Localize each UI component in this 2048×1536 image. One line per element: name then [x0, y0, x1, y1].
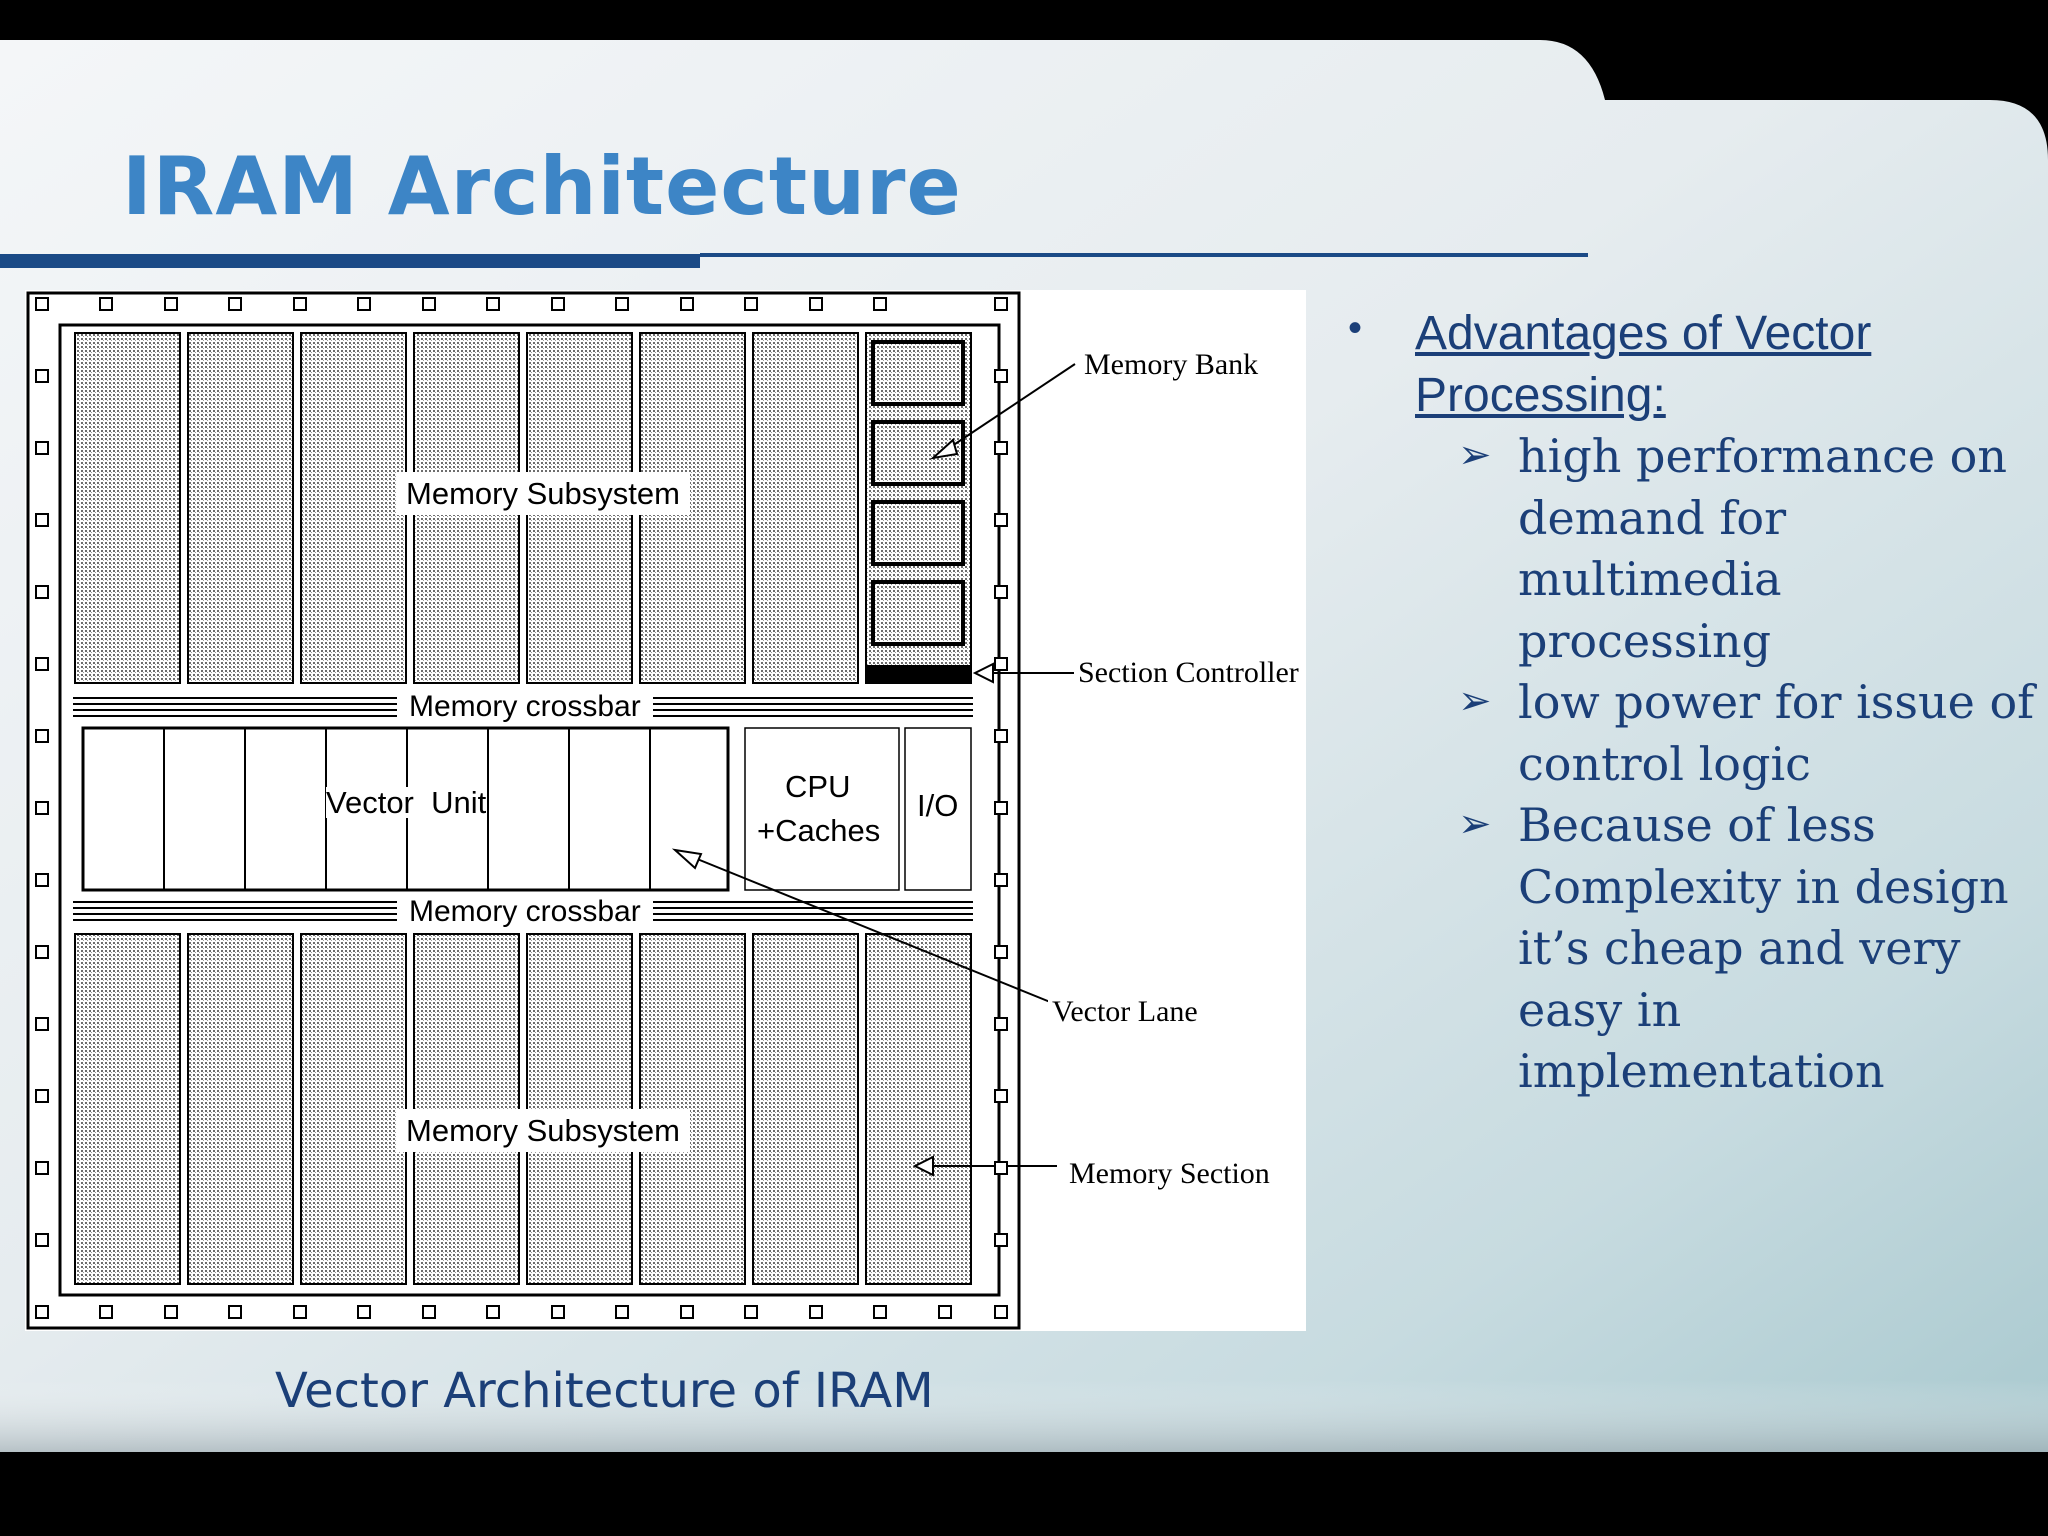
- slide-title: IRAM Architecture: [122, 140, 962, 233]
- bond-pad: [994, 513, 1008, 527]
- bond-pad: [164, 297, 178, 311]
- annotation-arrows: [671, 363, 1076, 1177]
- bond-pad: [551, 297, 565, 311]
- bond-pad: [228, 1305, 242, 1319]
- bond-pad: [551, 1305, 565, 1319]
- bond-pad: [744, 1305, 758, 1319]
- bond-pad: [35, 1089, 49, 1103]
- cpu-label: CPU: [785, 769, 851, 804]
- crossbar-top-label: Memory crossbar: [397, 692, 653, 722]
- bullet-heading-line1: Advantages of Vector: [1415, 307, 1872, 360]
- section-controller-annotation: Section Controller: [1074, 656, 1303, 690]
- bond-pad: [873, 297, 887, 311]
- bond-pad: [35, 1017, 49, 1031]
- bond-pad: [994, 441, 1008, 455]
- bullet-heading-line2: Processing:: [1415, 369, 1666, 422]
- title-underline-thick: [0, 254, 700, 268]
- vector-lane-annotation: Vector Lane: [1048, 995, 1202, 1029]
- bond-pad: [293, 1305, 307, 1319]
- bond-pad: [994, 657, 1008, 671]
- bond-pad: [994, 369, 1008, 383]
- diagram-caption: Vector Architecture of IRAM: [275, 1363, 934, 1419]
- bond-pad: [994, 1017, 1008, 1031]
- bond-pad: [228, 297, 242, 311]
- bond-pad: [35, 729, 49, 743]
- io-box: [904, 727, 972, 891]
- bond-pad: [99, 297, 113, 311]
- bond-pad: [486, 1305, 500, 1319]
- bond-pad: [35, 657, 49, 671]
- bond-pad: [994, 297, 1008, 311]
- bond-pad: [680, 297, 694, 311]
- iram-diagram: Memory Subsystem Memory Subsystem Memory…: [25, 290, 1306, 1331]
- bottom-memory-columns: [74, 933, 972, 1285]
- chip-outline: [26, 291, 1021, 1330]
- caches-label: +Caches: [757, 813, 881, 848]
- sub-bullet-2: ➢ low power for issue of control logic: [1458, 672, 2034, 802]
- bond-pad: [994, 729, 1008, 743]
- cpu-caches-box: [744, 727, 900, 891]
- bond-pad: [680, 1305, 694, 1319]
- io-label: I/O: [917, 788, 959, 823]
- bond-pad: [35, 585, 49, 599]
- section-controller-bar: [867, 665, 972, 683]
- bond-pad: [357, 1305, 371, 1319]
- bond-pad: [615, 297, 629, 311]
- bond-pad: [809, 1305, 823, 1319]
- sub-bullet-3: ➢ Because of less Complexity in design i…: [1458, 795, 2018, 1115]
- bond-pad: [994, 1161, 1008, 1175]
- bullet-heading: Advantages of Vector Processing:: [1415, 303, 1975, 427]
- sub-bullet-text: Because of less Complexity in design it’…: [1518, 798, 2009, 1098]
- bond-pad: [994, 945, 1008, 959]
- bond-pad: [35, 801, 49, 815]
- bond-pad: [35, 1233, 49, 1247]
- memory-bank-annotation: Memory Bank: [1080, 348, 1263, 382]
- bond-pad: [99, 1305, 113, 1319]
- bond-pad: [164, 1305, 178, 1319]
- bond-pad: [873, 1305, 887, 1319]
- bond-pad: [422, 297, 436, 311]
- memory-subsystem-bottom-label: Memory Subsystem: [396, 1109, 690, 1152]
- sub-bullet-text: high performance on demand for multimedi…: [1518, 429, 2007, 668]
- bond-pad: [35, 873, 49, 887]
- bond-pad: [293, 297, 307, 311]
- arrow-bullet-icon: ➢: [1458, 802, 1492, 846]
- bullet-marker: •: [1348, 306, 1363, 350]
- memory-banks: [871, 340, 965, 646]
- bond-pad: [35, 441, 49, 455]
- bond-pad: [809, 297, 823, 311]
- vector-lanes: [163, 728, 651, 890]
- bond-pad: [938, 1305, 952, 1319]
- vector-unit-label: Vector Unit: [326, 785, 487, 820]
- bond-pad: [486, 297, 500, 311]
- bond-pad: [35, 1161, 49, 1175]
- bond-pad: [994, 801, 1008, 815]
- chip-layout: [26, 291, 1076, 1330]
- bond-pad: [35, 369, 49, 383]
- crossbar-bottom-label: Memory crossbar: [397, 897, 653, 927]
- top-memory-columns: [74, 332, 972, 684]
- bond-pad: [994, 585, 1008, 599]
- bond-pad: [35, 513, 49, 527]
- memory-subsystem-top-label: Memory Subsystem: [396, 472, 690, 515]
- bond-pad: [994, 1233, 1008, 1247]
- bond-pad: [994, 873, 1008, 887]
- sub-bullet-text: low power for issue of control logic: [1518, 675, 2035, 791]
- bond-pad: [994, 1305, 1008, 1319]
- bond-pad: [35, 297, 49, 311]
- bond-pad: [744, 297, 758, 311]
- arrow-bullet-icon: ➢: [1458, 433, 1492, 477]
- memory-section-annotation: Memory Section: [1065, 1157, 1274, 1191]
- bond-pad: [35, 945, 49, 959]
- bond-pad: [357, 297, 371, 311]
- bond-pad: [615, 1305, 629, 1319]
- bond-pad: [422, 1305, 436, 1319]
- title-underline-thin: [700, 253, 1588, 257]
- bond-pad: [994, 1089, 1008, 1103]
- sub-bullet-1: ➢ high performance on demand for multime…: [1458, 426, 2018, 676]
- bond-pad: [35, 1305, 49, 1319]
- arrow-bullet-icon: ➢: [1458, 679, 1492, 723]
